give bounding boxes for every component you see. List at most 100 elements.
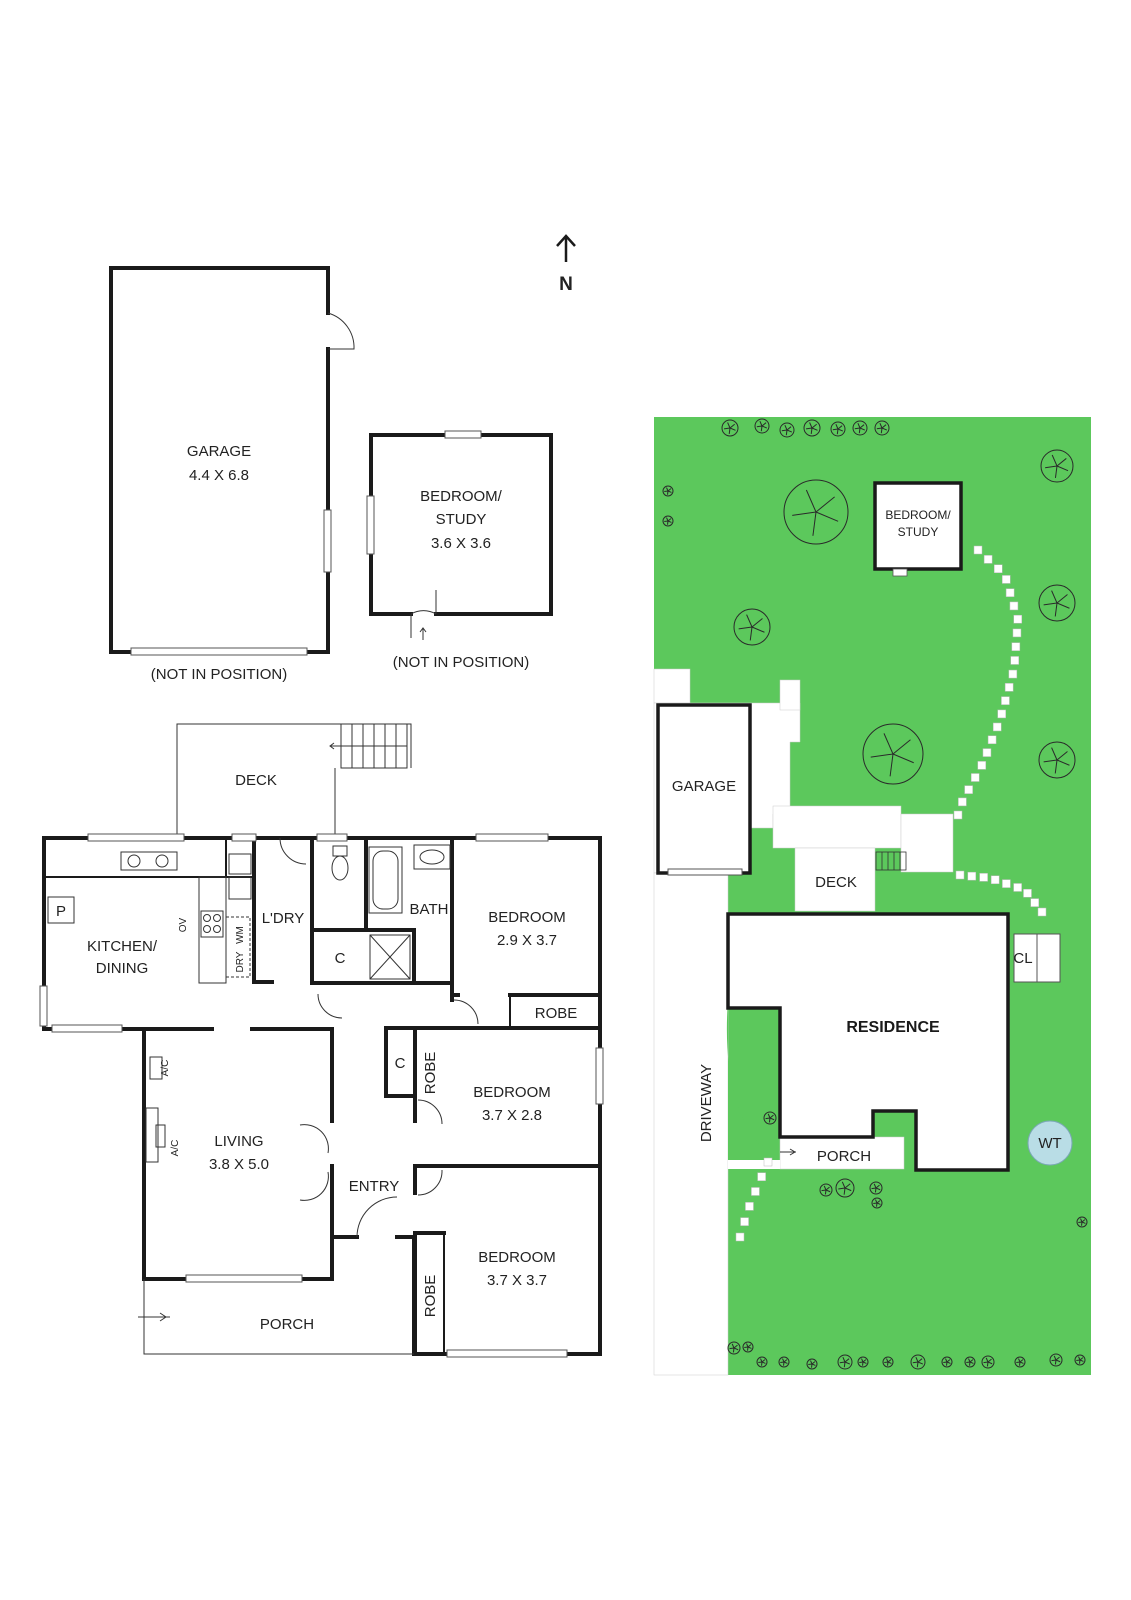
stepping-stone (1011, 642, 1021, 651)
bath-label: BATH (410, 901, 449, 918)
tree-icon (910, 1354, 926, 1370)
deck-label: DECK (235, 772, 277, 789)
tree-icon (837, 1354, 853, 1370)
tree-icon (1038, 741, 1076, 779)
stepping-stone (977, 761, 987, 770)
stepping-stone (1008, 669, 1018, 679)
tree-icon (756, 1356, 768, 1368)
studio-size: 3.6 X 3.6 (431, 535, 491, 552)
ac1-label: A/C (160, 1060, 171, 1077)
stepping-stone (997, 709, 1006, 719)
tree-icon (778, 1356, 790, 1368)
stepping-stone (990, 875, 1000, 885)
stepping-stone (1013, 883, 1022, 892)
stepping-stone (763, 1157, 773, 1167)
tree-icon (742, 1341, 754, 1353)
north-label: N (559, 274, 573, 295)
site-garage-label: GARAGE (672, 778, 736, 795)
site-deck-label: DECK (815, 874, 857, 891)
living-name: LIVING (214, 1133, 263, 1150)
stepping-stone (1013, 614, 1023, 624)
stepping-stone-path (735, 545, 1047, 1242)
bedroom2-name: BEDROOM (473, 1084, 551, 1101)
stepping-stone (955, 870, 965, 880)
tree-icon (763, 1111, 777, 1125)
kitchen-label-line2: DINING (96, 960, 149, 977)
stepping-stone (740, 1217, 749, 1226)
washer-label: WM (235, 926, 246, 944)
stepping-stone (1005, 588, 1015, 597)
ac2-label: A/C (170, 1140, 181, 1157)
bedroom1-size: 2.9 X 3.7 (497, 932, 557, 949)
residence-label: RESIDENCE (846, 1019, 940, 1036)
studio-name-line1: BEDROOM/ (420, 488, 503, 505)
stepping-stone (1009, 601, 1019, 611)
tree-icon (733, 608, 771, 646)
stepping-stone (1010, 656, 1020, 665)
tree-icon (857, 1356, 869, 1368)
dryer-label: DRY (235, 951, 246, 972)
tree-icon (1049, 1353, 1063, 1367)
bedroom1-name: BEDROOM (488, 909, 566, 926)
tree-icon (1074, 1354, 1086, 1366)
stepping-stone (1012, 628, 1022, 638)
house-plan: DECK PORCH (39, 723, 604, 1358)
stepping-stone (757, 1172, 766, 1181)
stepping-stone (994, 564, 1003, 574)
stepping-stone (751, 1187, 760, 1196)
tree-icon (754, 418, 770, 434)
trees (662, 418, 1088, 1370)
garage-size: 4.4 X 6.8 (189, 467, 249, 484)
water-tank-label: WT (1038, 1135, 1061, 1152)
pantry-label: P (56, 903, 66, 920)
porch-label: PORCH (260, 1316, 314, 1333)
tree-icon (830, 421, 846, 437)
tree-icon (1076, 1216, 1088, 1228)
bedroom2-size: 3.7 X 2.8 (482, 1107, 542, 1124)
tree-icon (819, 1183, 833, 1197)
stepping-stone (735, 1232, 745, 1242)
garage-name: GARAGE (187, 443, 251, 460)
site-porch-label: PORCH (817, 1148, 871, 1165)
north-arrow: N (556, 234, 576, 295)
stepping-stone (1030, 898, 1039, 907)
stepping-stone (979, 873, 988, 882)
tree-icon (803, 419, 821, 437)
tree-icon (779, 422, 795, 438)
stepping-stone (745, 1202, 754, 1211)
entry-label: ENTRY (349, 1178, 400, 1195)
tree-icon (874, 420, 890, 436)
kitchen-label-line1: KITCHEN/ (87, 938, 158, 955)
tree-icon (871, 1197, 883, 1209)
cupboard1-label: C (335, 950, 346, 967)
tree-icon (806, 1358, 818, 1370)
stepping-stone (973, 545, 983, 555)
tree-icon (1038, 584, 1076, 622)
bedroom3-name: BEDROOM (478, 1249, 556, 1266)
tree-icon (862, 723, 924, 785)
stepping-stone (964, 785, 973, 794)
oven-label: OV (178, 917, 189, 932)
stepping-stone (1002, 575, 1011, 584)
stepping-stone (982, 748, 992, 757)
studio-note: (NOT IN POSITION) (393, 654, 529, 671)
tree-icon (1040, 449, 1074, 483)
water-tank (1027, 1120, 1073, 1166)
tree-icon (941, 1356, 953, 1368)
tree-icon (1014, 1356, 1026, 1368)
studio-name-line2: STUDY (436, 511, 487, 528)
stepping-stone (992, 722, 1002, 732)
stepping-stone (1002, 879, 1011, 888)
site-studio-line1: BEDROOM/ (885, 508, 951, 522)
stepping-stone (958, 797, 967, 807)
tree-icon (964, 1356, 976, 1368)
tree-icon (882, 1356, 894, 1368)
site-studio-line2: STUDY (898, 525, 939, 539)
stepping-stone (970, 773, 980, 782)
garage-plan: GARAGE 4.4 X 6.8 (NOT IN POSITION) (109, 266, 355, 683)
tree-icon (721, 419, 739, 437)
stepping-stone (1037, 907, 1047, 917)
living-size: 3.8 X 5.0 (209, 1156, 269, 1173)
tree-icon (662, 485, 674, 497)
stepping-stone (983, 555, 993, 564)
